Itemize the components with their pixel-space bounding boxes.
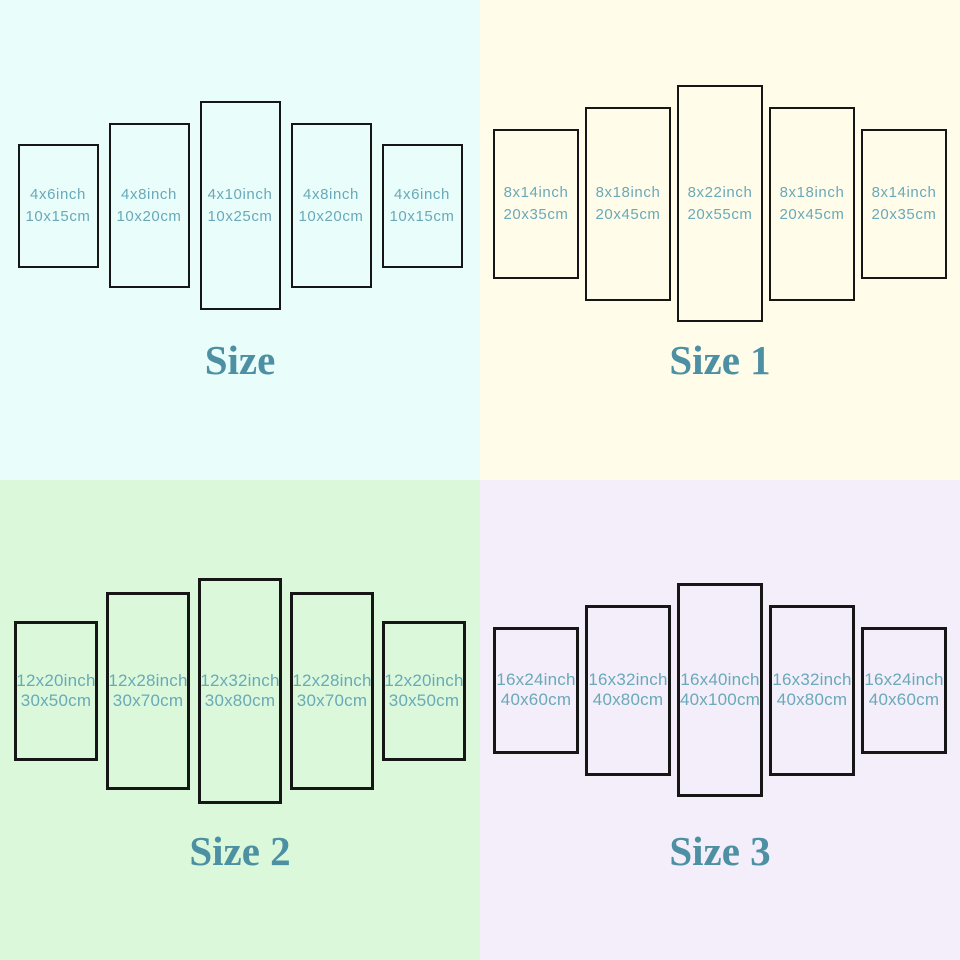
size-cm: 20x35cm bbox=[871, 205, 937, 223]
size-inches: 4x6inch bbox=[30, 185, 86, 203]
panel-size-label: 16x40inch 40x100cm bbox=[680, 670, 760, 710]
size-inches: 16x32inch bbox=[772, 670, 852, 689]
quadrant-size-2: 12x20inch 30x50cm 12x28inch 30x70cm 12x3… bbox=[0, 480, 480, 960]
size-cm: 10x15cm bbox=[389, 207, 455, 225]
canvas-panel: 4x6inch 10x15cm bbox=[17, 143, 99, 268]
panel-size-label: 4x8inch 10x20cm bbox=[116, 184, 181, 228]
size-cm: 10x15cm bbox=[25, 207, 91, 225]
canvas-panel: 8x18inch 20x45cm bbox=[585, 106, 671, 301]
quadrant-title: Size 1 bbox=[669, 337, 771, 383]
size-inches: 8x22inch bbox=[687, 183, 753, 201]
panel-size-label: 4x6inch 10x15cm bbox=[389, 184, 454, 228]
quadrant-size-1: 8x14inch 20x35cm 8x18inch 20x45cm 8x22in… bbox=[480, 0, 960, 480]
size-inches: 4x8inch bbox=[121, 185, 177, 203]
panel-size-label: 12x32inch 30x80cm bbox=[200, 671, 279, 711]
size-cm: 10x20cm bbox=[298, 207, 364, 225]
size-cm: 20x45cm bbox=[779, 205, 845, 223]
canvas-panel: 8x14inch 20x35cm bbox=[861, 128, 947, 279]
size-inches: 8x14inch bbox=[503, 183, 569, 201]
panel-size-label: 4x6inch 10x15cm bbox=[25, 184, 90, 228]
quadrant-size-3: 16x24inch 40x60cm 16x32inch 40x80cm 16x4… bbox=[480, 480, 960, 960]
canvas-panel: 16x24inch 40x60cm bbox=[861, 626, 947, 754]
canvas-panel: 4x8inch 10x20cm bbox=[290, 123, 372, 288]
canvas-panel: 16x32inch 40x80cm bbox=[769, 604, 855, 776]
size-cm: 20x55cm bbox=[687, 205, 753, 223]
canvas-panel: 16x24inch 40x60cm bbox=[493, 626, 579, 754]
canvas-panel: 4x8inch 10x20cm bbox=[108, 123, 190, 288]
panel-size-label: 12x28inch 30x70cm bbox=[108, 671, 187, 711]
panel-row: 4x6inch 10x15cm 4x8inch 10x20cm 4x10inch… bbox=[0, 101, 480, 310]
quadrant-size: 4x6inch 10x15cm 4x8inch 10x20cm 4x10inch… bbox=[0, 0, 480, 480]
size-cm: 40x60cm bbox=[500, 690, 572, 709]
size-cm: 30x80cm bbox=[204, 691, 276, 710]
size-inches: 16x40inch bbox=[680, 670, 760, 689]
size-inches: 12x20inch bbox=[384, 671, 464, 690]
panel-size-label: 12x20inch 30x50cm bbox=[16, 671, 95, 711]
panel-size-label: 16x32inch 40x80cm bbox=[588, 670, 667, 710]
canvas-panel: 12x20inch 30x50cm bbox=[14, 621, 98, 761]
panel-size-label: 8x22inch 20x55cm bbox=[687, 182, 752, 226]
size-cm: 40x60cm bbox=[868, 690, 940, 709]
size-inches: 12x32inch bbox=[200, 671, 280, 690]
size-cm: 40x80cm bbox=[592, 690, 664, 709]
panel-row: 8x14inch 20x35cm 8x18inch 20x45cm 8x22in… bbox=[480, 85, 960, 322]
size-cm: 40x100cm bbox=[679, 690, 761, 709]
size-cm: 30x70cm bbox=[112, 691, 184, 710]
panel-size-label: 4x10inch 10x25cm bbox=[207, 184, 272, 228]
size-inches: 8x18inch bbox=[595, 183, 661, 201]
panel-size-label: 8x18inch 20x45cm bbox=[595, 182, 660, 226]
size-cm: 30x50cm bbox=[388, 691, 460, 710]
panel-size-label: 8x14inch 20x35cm bbox=[871, 182, 936, 226]
size-cm: 30x50cm bbox=[20, 691, 92, 710]
panel-size-label: 16x32inch 40x80cm bbox=[772, 670, 851, 710]
size-cm: 40x80cm bbox=[776, 690, 848, 709]
size-inches: 12x28inch bbox=[292, 671, 372, 690]
panel-size-label: 8x14inch 20x35cm bbox=[503, 182, 568, 226]
size-inches: 4x8inch bbox=[303, 185, 359, 203]
size-inches: 12x20inch bbox=[16, 671, 96, 690]
size-inches: 8x14inch bbox=[871, 183, 937, 201]
canvas-panel: 4x10inch 10x25cm bbox=[199, 101, 281, 310]
size-inches: 16x32inch bbox=[588, 670, 668, 689]
size-inches: 16x24inch bbox=[496, 670, 576, 689]
size-inches: 4x10inch bbox=[207, 185, 273, 203]
size-inches: 8x18inch bbox=[779, 183, 845, 201]
size-cm: 30x70cm bbox=[296, 691, 368, 710]
panel-row: 16x24inch 40x60cm 16x32inch 40x80cm 16x4… bbox=[480, 583, 960, 797]
size-inches: 16x24inch bbox=[864, 670, 944, 689]
canvas-panel: 12x28inch 30x70cm bbox=[290, 592, 374, 790]
panel-size-label: 12x20inch 30x50cm bbox=[384, 671, 463, 711]
size-inches: 12x28inch bbox=[108, 671, 188, 690]
panel-size-label: 8x18inch 20x45cm bbox=[779, 182, 844, 226]
canvas-panel: 8x14inch 20x35cm bbox=[493, 128, 579, 279]
size-cm: 10x25cm bbox=[207, 207, 273, 225]
canvas-panel: 12x32inch 30x80cm bbox=[198, 578, 282, 804]
canvas-panel: 4x6inch 10x15cm bbox=[381, 143, 463, 268]
canvas-panel: 8x18inch 20x45cm bbox=[769, 106, 855, 301]
panel-size-label: 12x28inch 30x70cm bbox=[292, 671, 371, 711]
size-cm: 20x45cm bbox=[595, 205, 661, 223]
quadrant-title: Size bbox=[204, 337, 276, 383]
canvas-panel: 12x28inch 30x70cm bbox=[106, 592, 190, 790]
panel-row: 12x20inch 30x50cm 12x28inch 30x70cm 12x3… bbox=[0, 578, 480, 804]
quadrant-title: Size 2 bbox=[189, 828, 291, 874]
panel-size-label: 4x8inch 10x20cm bbox=[298, 184, 363, 228]
canvas-panel: 16x32inch 40x80cm bbox=[585, 604, 671, 776]
canvas-panel: 8x22inch 20x55cm bbox=[677, 85, 763, 322]
panel-size-label: 16x24inch 40x60cm bbox=[496, 670, 575, 710]
size-cm: 10x20cm bbox=[116, 207, 182, 225]
size-cm: 20x35cm bbox=[503, 205, 569, 223]
panel-size-label: 16x24inch 40x60cm bbox=[864, 670, 943, 710]
canvas-panel: 12x20inch 30x50cm bbox=[382, 621, 466, 761]
size-inches: 4x6inch bbox=[394, 185, 450, 203]
canvas-panel: 16x40inch 40x100cm bbox=[677, 583, 763, 797]
quadrant-title: Size 3 bbox=[669, 828, 771, 874]
